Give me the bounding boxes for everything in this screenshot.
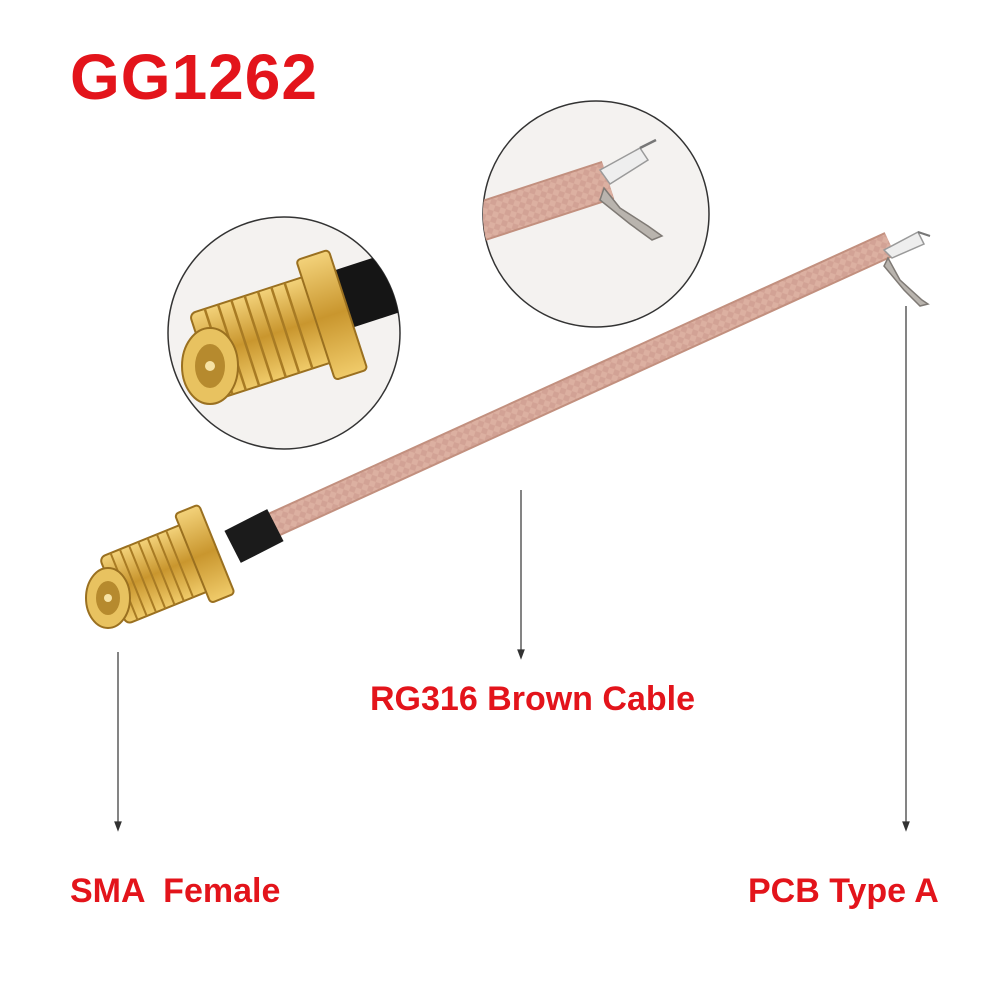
sma-connector-illustration: [85, 504, 284, 629]
cable-label: RG316 Brown Cable: [370, 680, 695, 718]
coax-cable: [256, 232, 896, 542]
pcb-end-illustration: [882, 230, 931, 307]
pointer-arrows: [114, 306, 910, 832]
pcb-detail-circle: [482, 100, 710, 328]
sma-female-label: SMA Female: [70, 872, 281, 910]
product-code-title: GG1262: [70, 41, 318, 113]
sma-detail-circle: [167, 216, 401, 450]
pcb-type-label: PCB Type A: [748, 872, 939, 910]
